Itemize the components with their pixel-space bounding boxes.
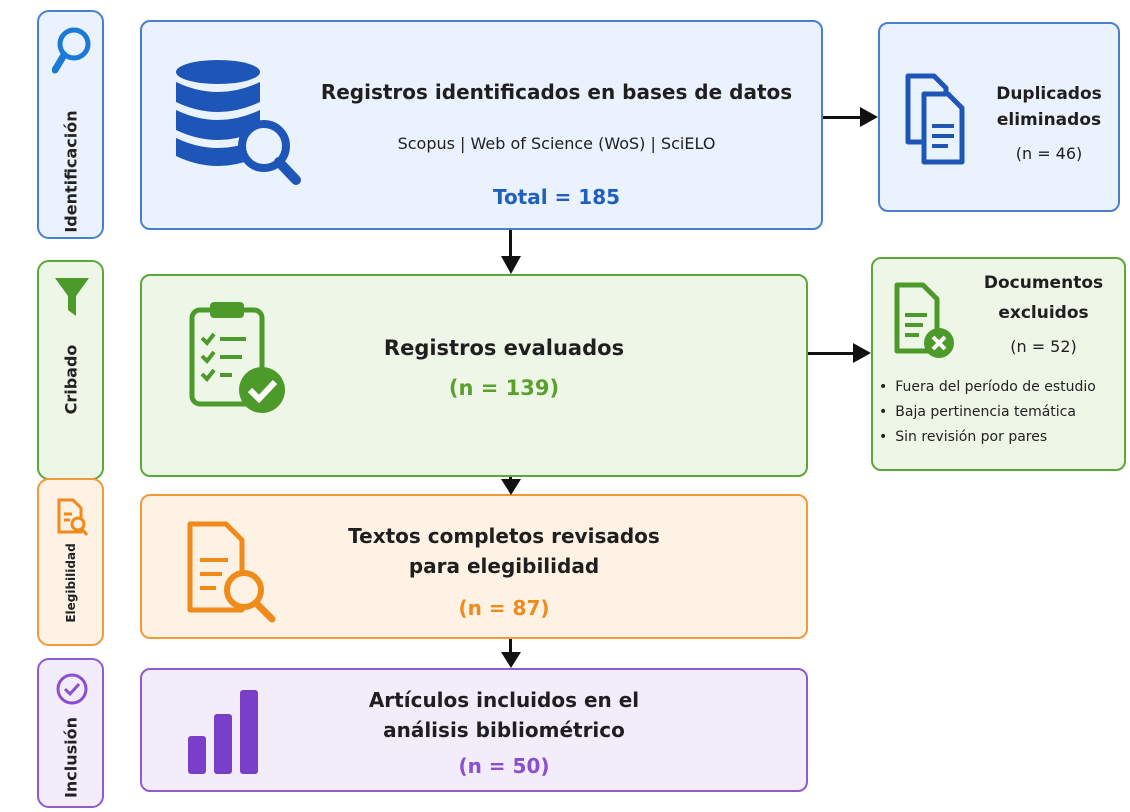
excluded-reason: Baja pertinencia temática — [879, 400, 1096, 425]
eligibility-box: Textos completos revisados para elegibil… — [140, 494, 808, 639]
duplicates-count: (n = 46) — [1015, 144, 1083, 163]
records-identified-sources: Scopus | Web of Science (WoS) | SciELO — [397, 134, 716, 153]
included-count: (n = 50) — [458, 754, 550, 778]
arrow-to-excluded — [808, 352, 856, 355]
excluded-title-line2: excluidos — [998, 303, 1089, 323]
records-identified-box: Registros identificados en bases de dato… — [140, 20, 823, 230]
arrow-to-included — [509, 639, 512, 655]
screened-count: (n = 139) — [448, 376, 560, 400]
excluded-title-line1: Documentos — [983, 273, 1104, 293]
bar-chart-icon — [188, 690, 258, 774]
included-title-line2: análisis bibliométrico — [383, 718, 625, 742]
arrow-head-screened — [501, 256, 521, 274]
excluded-reasons-list: Fuera del período de estudio Baja pertin… — [879, 375, 1096, 450]
stage-identificacion: Identificación — [37, 10, 104, 239]
records-identified-title: Registros identificados en bases de dato… — [320, 80, 793, 104]
arrow-to-screened — [509, 230, 512, 260]
duplicates-title-line1: Duplicados — [996, 84, 1102, 104]
excluded-count: (n = 52) — [1010, 337, 1077, 356]
duplicates-box: Duplicados eliminados (n = 46) — [878, 22, 1120, 212]
funnel-icon — [55, 278, 89, 316]
stage-label-elegibilidad: Elegibilidad — [63, 543, 78, 623]
search-icon — [52, 27, 91, 74]
stage-label-cribado: Cribado — [61, 344, 80, 415]
document-excluded-icon — [894, 282, 954, 358]
eligibility-count: (n = 87) — [458, 596, 550, 620]
stage-elegibilidad: Elegibilidad — [37, 478, 104, 646]
screened-box: Registros evaluados (n = 139) — [140, 274, 808, 477]
excluded-reason: Sin revisión por pares — [879, 425, 1096, 450]
included-box: Artículos incluidos en el análisis bibli… — [140, 668, 808, 792]
excluded-reason: Fuera del período de estudio — [879, 375, 1096, 400]
records-identified-total: Total = 185 — [492, 185, 621, 209]
arrow-head-included — [501, 652, 521, 668]
arrow-head-duplicates — [860, 107, 878, 127]
document-search-icon — [57, 498, 89, 536]
arrow-head-excluded — [853, 343, 871, 363]
included-title-line1: Artículos incluidos en el — [368, 688, 640, 712]
clipboard-check-icon — [189, 302, 285, 413]
document-search-icon — [187, 521, 276, 623]
arrow-head-eligibility — [501, 479, 521, 495]
stage-inclusion: Inclusión — [37, 658, 104, 808]
duplicates-title-line2: eliminados — [996, 110, 1102, 130]
stage-cribado: Cribado — [37, 260, 104, 480]
eligibility-title-line2: para elegibilidad — [408, 554, 600, 578]
arrow-to-duplicates — [823, 116, 863, 119]
stage-label-inclusion: Inclusión — [61, 716, 80, 799]
copy-documents-icon — [905, 73, 965, 165]
eligibility-title-line1: Textos completos revisados — [348, 524, 660, 548]
database-search-icon — [176, 60, 301, 185]
screened-title: Registros evaluados — [383, 336, 625, 360]
check-circle-icon — [56, 673, 88, 705]
stage-label-identificacion: Identificación — [61, 110, 80, 233]
excluded-box: Documentos excluidos (n = 52) Fuera del … — [871, 257, 1126, 471]
